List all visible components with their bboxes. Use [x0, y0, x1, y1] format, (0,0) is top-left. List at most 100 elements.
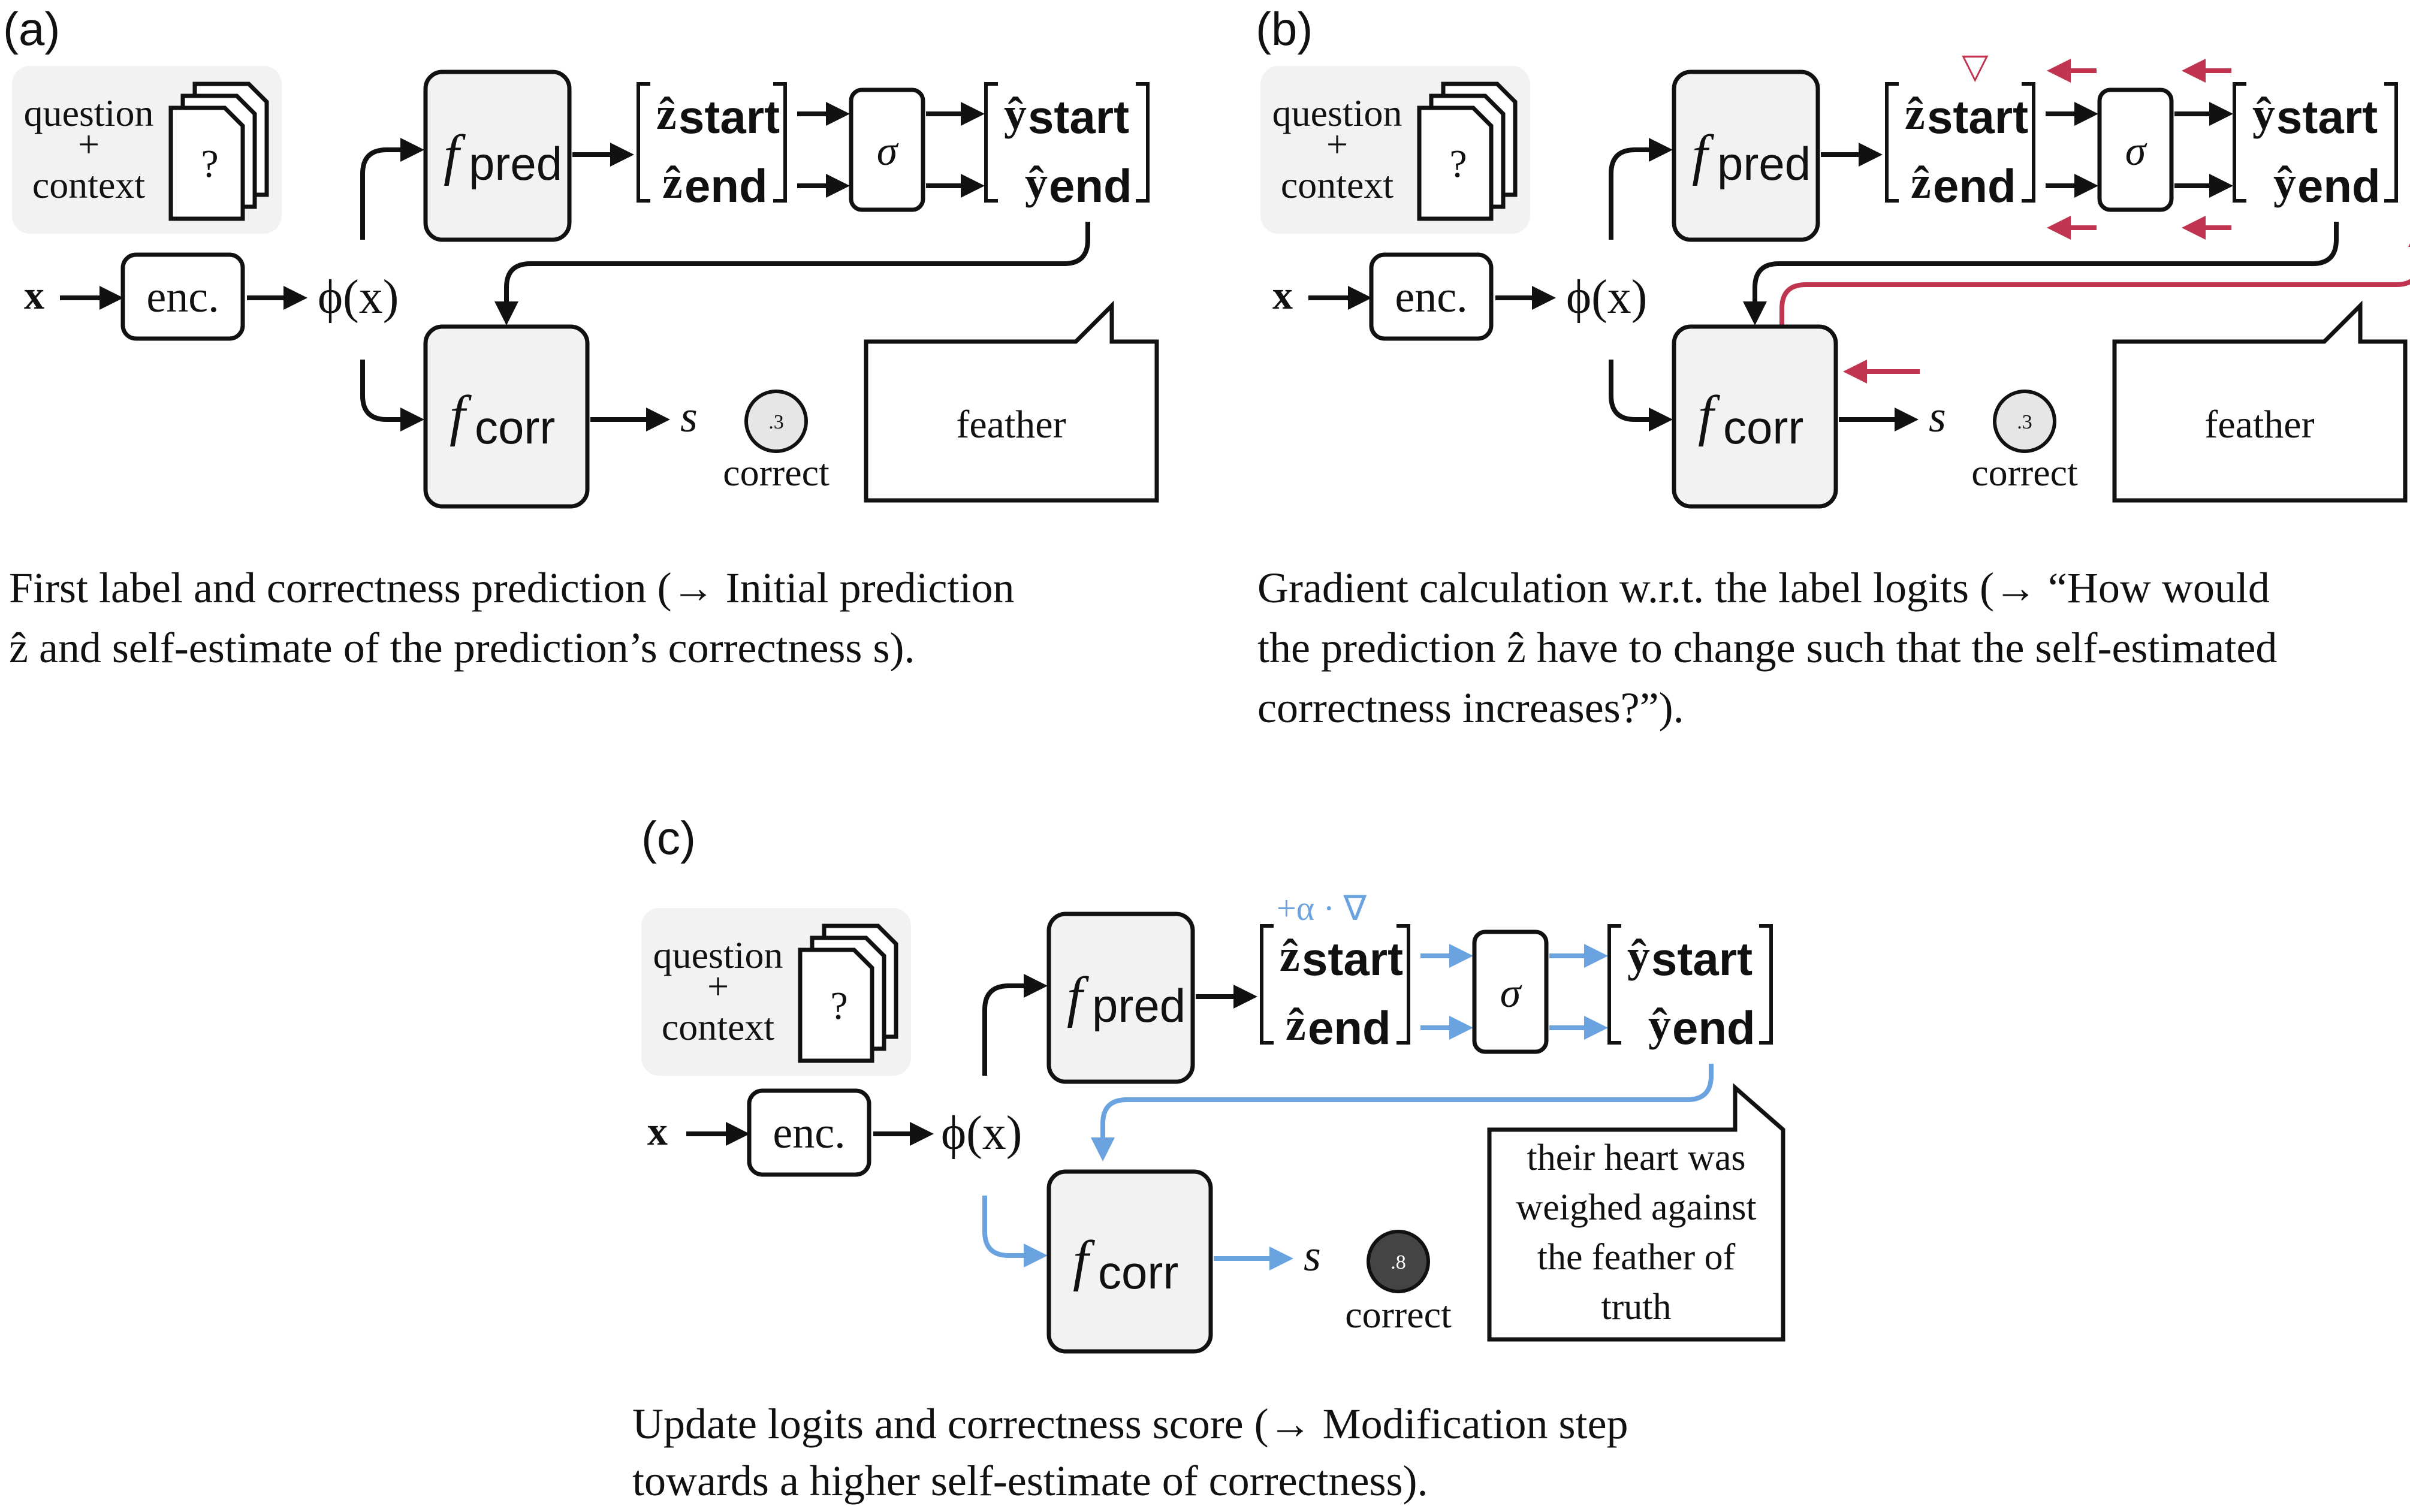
f-pred-box: [1046, 912, 1195, 1084]
encoder-label: enc.: [146, 273, 219, 322]
encoder-box: [747, 1088, 871, 1177]
z-start-sub: start: [1302, 932, 1403, 985]
f-corr-sub: corr: [1098, 1246, 1178, 1299]
x-label: x: [24, 272, 44, 318]
caption-line: the prediction ẑ have to change such tha…: [1257, 624, 2277, 672]
plus-label: +: [1326, 123, 1348, 165]
y-end: ŷ: [1648, 1000, 1671, 1050]
z-end: ẑ: [1911, 158, 1931, 208]
f-pred-sub: pred: [1092, 979, 1186, 1032]
panel-b: (b) question + context ? x enc. ϕ(x) f p…: [1256, 2, 2410, 732]
answer-bubble: [1487, 1083, 1785, 1342]
gradient-arrows: [1779, 59, 2410, 384]
score-badge: [1367, 1230, 1430, 1293]
score-value: .3: [768, 411, 784, 433]
phi-label: ϕ(x): [941, 1107, 1022, 1160]
caption-line: ẑ and self-estimate of the prediction’s …: [9, 624, 915, 672]
f-corr-box: [1672, 324, 1838, 509]
x-label: x: [1272, 272, 1293, 318]
bubble-line: feather: [2204, 403, 2314, 446]
caption-line: First label and correctness prediction (…: [9, 564, 1014, 612]
caption-line: towards a higher self-estimate of correc…: [632, 1457, 1428, 1505]
doc-mark: ?: [830, 984, 847, 1028]
doc-mark: ?: [1449, 142, 1467, 186]
encoder-label: enc.: [1395, 273, 1467, 322]
f-corr-sub: corr: [1723, 401, 1803, 454]
z-end-sub: end: [684, 159, 768, 212]
sigma-box: [2097, 87, 2174, 212]
f-pred-sub: pred: [1717, 137, 1811, 190]
z-end: ẑ: [1286, 1000, 1306, 1050]
context-label: context: [1281, 164, 1394, 206]
z-start: ẑ: [656, 89, 677, 139]
y-end-sub: end: [1049, 159, 1132, 212]
s-label: s: [680, 393, 698, 442]
y-start-sub: start: [1028, 90, 1129, 143]
encoder-box: [120, 252, 245, 341]
z-end: ẑ: [662, 158, 683, 208]
z-start-sub: start: [1927, 90, 2028, 143]
question-label: question: [24, 92, 154, 134]
y-start-sub: start: [2276, 90, 2378, 143]
y-start: ŷ: [2252, 89, 2275, 139]
sigma-label: σ: [1500, 970, 1522, 1016]
score-value: .3: [2017, 411, 2032, 433]
y-end: ŷ: [1025, 158, 1048, 208]
phi-label: ϕ(x): [318, 271, 399, 324]
plus-label: +: [78, 123, 99, 165]
y-end-sub: end: [2297, 159, 2381, 212]
score-badge: [1993, 390, 2056, 453]
bubble-line: their heart was: [1527, 1137, 1746, 1178]
correct-label: correct: [1345, 1293, 1452, 1336]
sigma-label: σ: [2125, 128, 2147, 174]
document-icon: ?: [168, 82, 269, 221]
sigma-label: σ: [877, 128, 899, 174]
sigma-box: [1472, 929, 1549, 1054]
caption-line: Gradient calculation w.r.t. the label lo…: [1257, 564, 2270, 612]
panel-label: (a): [3, 2, 60, 55]
z-start: ẑ: [1280, 931, 1300, 981]
z-start: ẑ: [1905, 89, 1925, 139]
s-label: s: [1304, 1232, 1321, 1281]
bubble-line: truth: [1601, 1287, 1671, 1327]
panel-c: (c) question + context ? x enc. ϕ(x) f p…: [632, 811, 1785, 1505]
plus-label: +: [707, 965, 729, 1007]
x-label: x: [647, 1108, 668, 1154]
y-end: ŷ: [2273, 158, 2296, 208]
document-icon: ?: [1417, 82, 1518, 221]
context-label: context: [32, 164, 146, 206]
nabla-mark: ▽: [1962, 47, 1989, 86]
caption-line: correctness increases?”).: [1257, 684, 1684, 732]
f-corr-box: [1046, 1169, 1213, 1354]
y-end-sub: end: [1672, 1001, 1756, 1054]
doc-mark: ?: [201, 142, 218, 186]
z-start-sub: start: [678, 90, 780, 143]
f-pred-box: [423, 70, 572, 242]
panel-label: (b): [1256, 2, 1313, 55]
f-pred-box: [1672, 70, 1820, 242]
y-start-sub: start: [1651, 932, 1753, 985]
f-corr-sub: corr: [475, 401, 555, 454]
caption-line: Update logits and correctness score (→ M…: [632, 1400, 1628, 1448]
context-label: context: [662, 1006, 775, 1048]
y-start: ŷ: [1004, 89, 1027, 139]
phi-label: ϕ(x): [1566, 271, 1647, 324]
f-pred-sub: pred: [469, 137, 562, 190]
correct-label: correct: [1971, 451, 2078, 494]
panel-a: (a) question + context ? x enc. ϕ(x) f p…: [3, 2, 1159, 672]
answer-bubble: [864, 300, 1159, 503]
f-corr-box: [423, 324, 590, 509]
bubble-line: feather: [956, 403, 1066, 446]
question-label: question: [653, 934, 783, 976]
panel-label: (c): [641, 811, 696, 864]
document-icon: ?: [798, 924, 898, 1063]
score-badge: [744, 390, 808, 453]
correct-label: correct: [723, 451, 830, 494]
question-label: question: [1272, 92, 1402, 134]
y-start: ŷ: [1627, 931, 1650, 981]
z-end-sub: end: [1933, 159, 2016, 212]
encoder-box: [1369, 252, 1494, 341]
s-label: s: [1929, 393, 1946, 442]
score-value: .8: [1390, 1251, 1406, 1273]
